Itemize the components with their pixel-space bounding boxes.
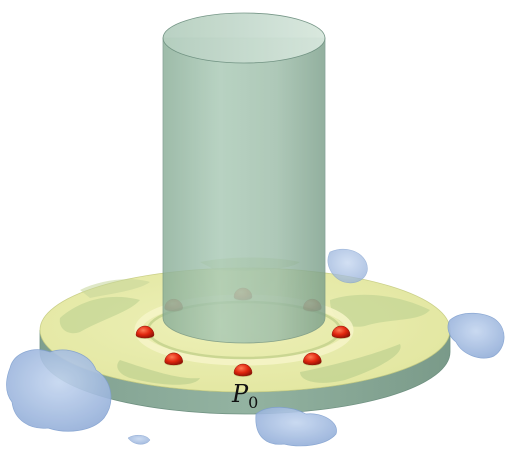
cylinder-top-cap <box>162 12 326 64</box>
marker-dot <box>331 325 351 339</box>
marker-dot <box>233 363 253 377</box>
cylinder-body <box>162 37 326 344</box>
point-label: P0 <box>231 380 258 412</box>
front-markers <box>135 325 351 377</box>
marker-hemisphere <box>135 325 155 339</box>
marker-dot <box>135 325 155 339</box>
point-label-subscript: 0 <box>248 393 258 412</box>
point-label-letter: P <box>231 380 249 408</box>
splash-blobs <box>6 249 505 447</box>
marker-dot <box>164 352 183 366</box>
marker-hemisphere <box>331 325 351 339</box>
marker-hemisphere <box>164 352 183 366</box>
marker-dot <box>303 352 322 366</box>
marker-hemisphere <box>233 363 253 377</box>
marker-hemisphere <box>303 352 322 366</box>
